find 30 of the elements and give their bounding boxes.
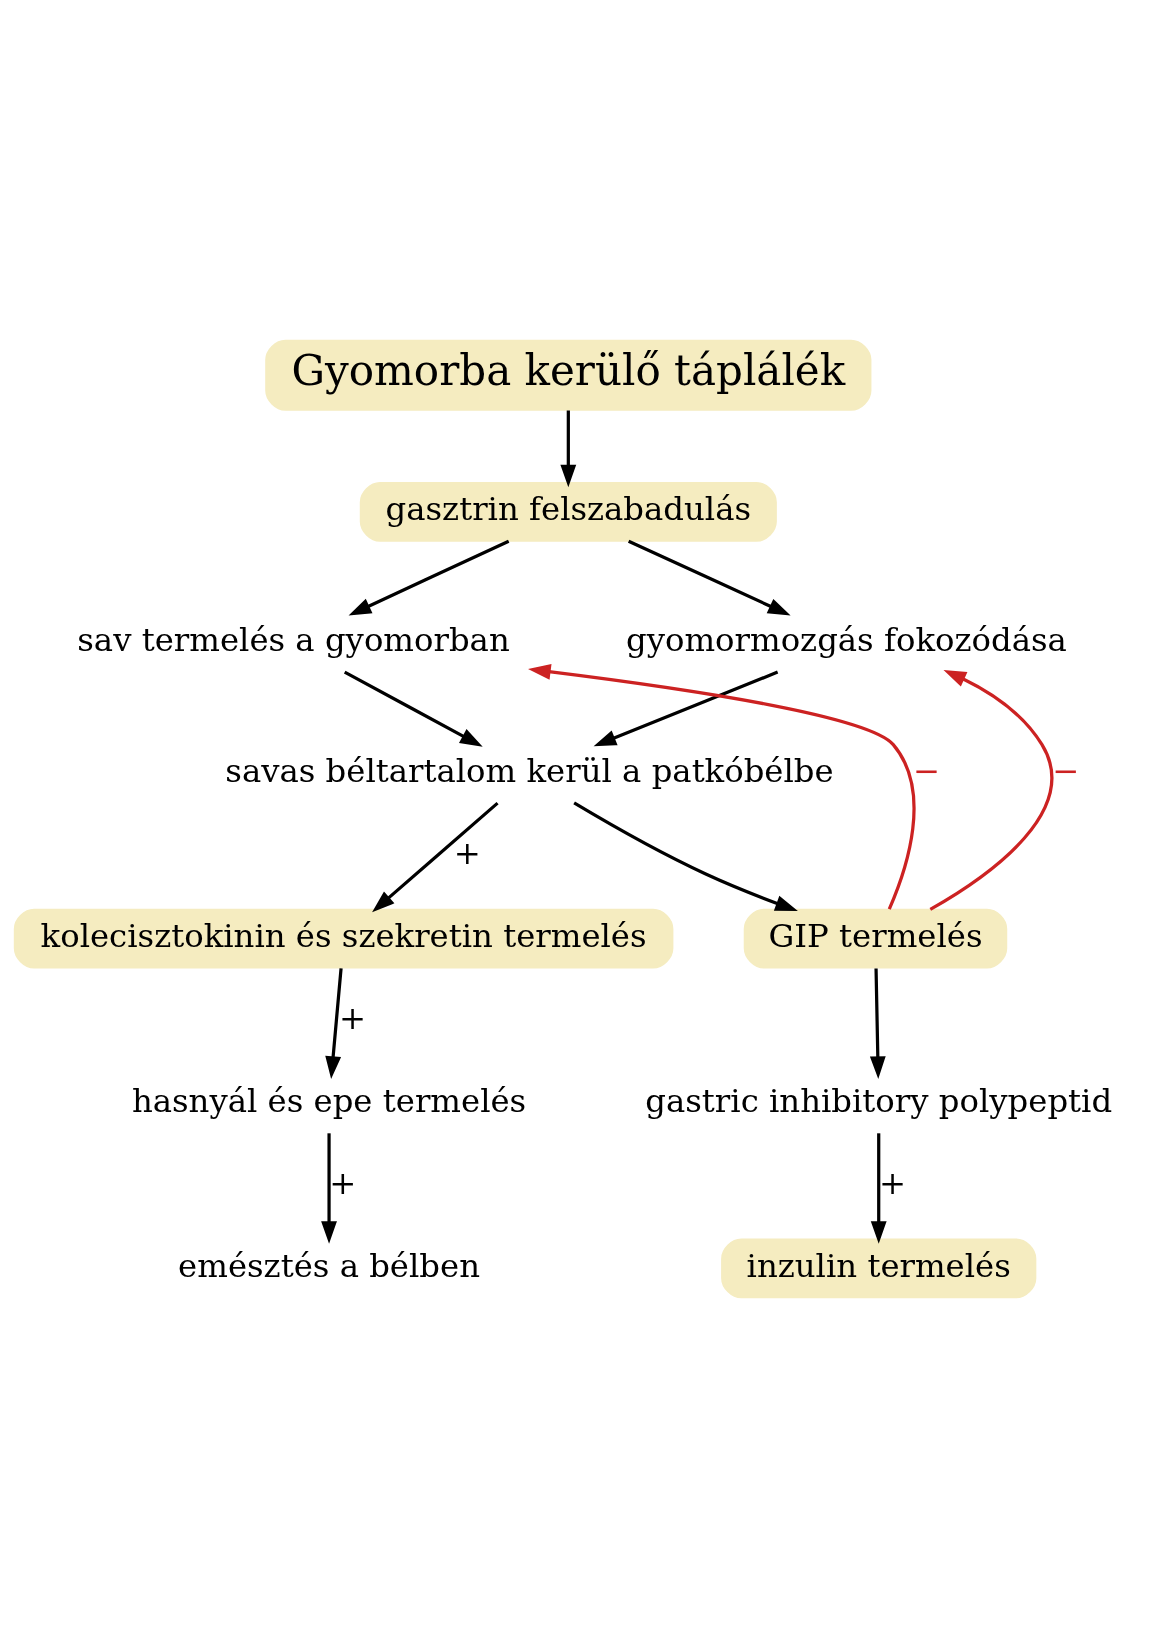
node-text: sav termelés a gyomorban <box>77 620 510 659</box>
arrow <box>593 670 779 746</box>
edge-label: + <box>329 1163 357 1202</box>
node-box: gasztrin felszabadulás <box>359 481 777 542</box>
node-box: inzulin termelés <box>721 1238 1037 1298</box>
arrow <box>528 663 916 910</box>
arrow <box>869 967 886 1079</box>
arrow <box>870 1132 887 1244</box>
arrow <box>321 1132 337 1244</box>
arrow <box>560 410 577 487</box>
arrow <box>573 801 798 911</box>
edge-label: + <box>338 998 367 1037</box>
node-box: kolecisztokinin és szekretin termelés <box>13 908 674 969</box>
arrow <box>627 539 791 616</box>
arrow <box>325 967 343 1079</box>
node-text: gyomormozgás fokozódása <box>625 620 1067 659</box>
arrow <box>343 670 483 747</box>
arrow <box>929 669 1054 911</box>
node-text: hasnyál és epe termelés <box>131 1081 527 1120</box>
node-text: gastric inhibitory polypeptid <box>645 1081 1113 1120</box>
edge-label: + <box>878 1163 907 1202</box>
edge-label: + <box>453 833 481 872</box>
node-box: GIP termelés <box>743 908 1008 969</box>
edge-label: − <box>1051 751 1079 790</box>
node-text: savas béltartalom kerül a patkóbélbe <box>225 751 834 790</box>
edge-label: − <box>912 751 940 790</box>
node-text: emésztés a bélben <box>178 1246 481 1285</box>
arrow <box>372 801 499 912</box>
arrow <box>348 539 510 616</box>
node-box: Gyomorba kerülő táplálék <box>265 339 872 411</box>
